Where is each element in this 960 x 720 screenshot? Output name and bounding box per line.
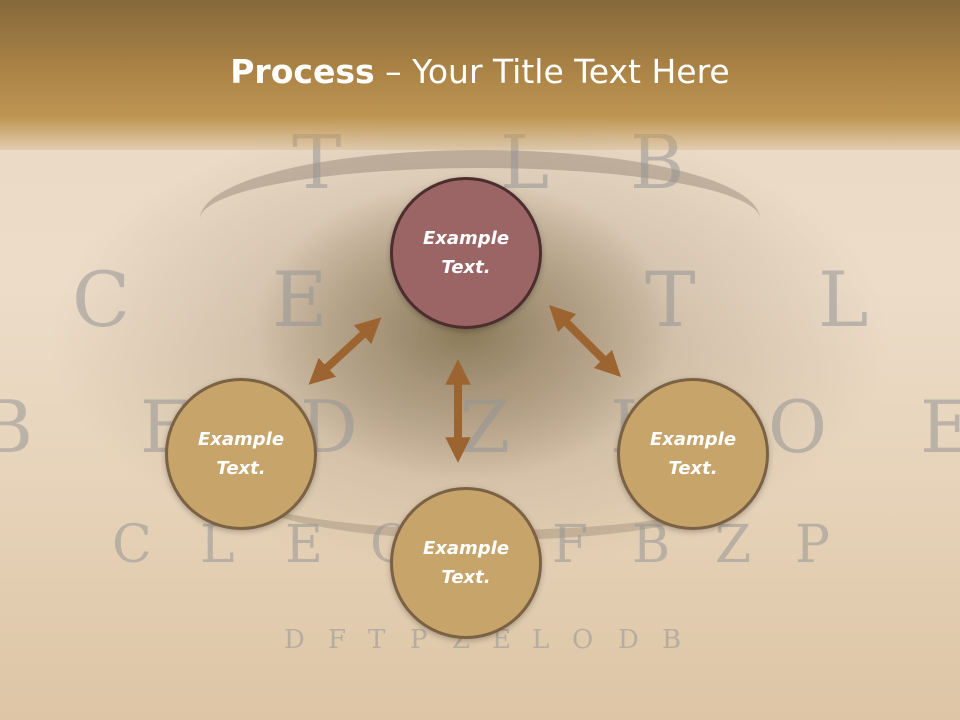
eye-chart-letter: D — [618, 625, 640, 655]
node-label-line2: Text. — [668, 458, 718, 479]
node-label-line1: Example — [422, 538, 510, 559]
eye-chart-letter: B — [662, 625, 683, 655]
node-label-line2: Text. — [441, 567, 491, 588]
eye-chart-row-2: C E T L — [0, 255, 960, 344]
eye-chart-letter: T — [645, 255, 696, 344]
eye-chart-letter: B — [0, 385, 33, 469]
title-band — [0, 0, 960, 150]
arrow-top-left — [308, 317, 382, 385]
eye-chart-letter: F — [552, 515, 591, 575]
eye-chart-letter: T — [368, 625, 387, 655]
node-label-line2: Text. — [216, 458, 266, 479]
slide-title-bold: Process — [230, 52, 375, 91]
eye-chart-letter: F — [328, 625, 348, 655]
node-label-line2: Text. — [441, 257, 491, 278]
node-label-line1: Example — [649, 429, 737, 450]
eye-chart-letter: C — [112, 515, 154, 575]
eye-chart-letter: B — [632, 515, 673, 575]
eye-chart-letter: Z — [715, 515, 754, 575]
eye-chart-letter: O — [768, 385, 828, 469]
process-node-bottom[interactable]: Example Text. — [390, 487, 542, 639]
eye-chart-row-4: C L E O F B Z P — [0, 515, 960, 575]
arrow-top-right — [548, 304, 622, 378]
slide-title-rest: – Your Title Text Here — [374, 52, 730, 91]
eye-chart-letter: L — [532, 625, 551, 655]
eye-chart-letter: P — [410, 625, 429, 655]
eye-chart-letter: P — [795, 515, 832, 575]
process-node-right[interactable]: Example Text. — [617, 378, 769, 530]
eye-chart-letter: E — [920, 385, 960, 469]
eye-chart-letter: E — [285, 515, 325, 575]
process-node-left[interactable]: Example Text. — [165, 378, 317, 530]
eye-chart-letter: C — [72, 255, 131, 344]
node-label-line1: Example — [197, 429, 285, 450]
eye-chart-letter: O — [572, 625, 595, 655]
eye-chart-letter: D — [284, 625, 306, 655]
process-node-top[interactable]: Example Text. — [390, 177, 542, 329]
node-label-line1: Example — [422, 228, 510, 249]
slide-title[interactable]: Process – Your Title Text Here — [0, 52, 960, 91]
eye-chart-letter: L — [818, 255, 869, 344]
